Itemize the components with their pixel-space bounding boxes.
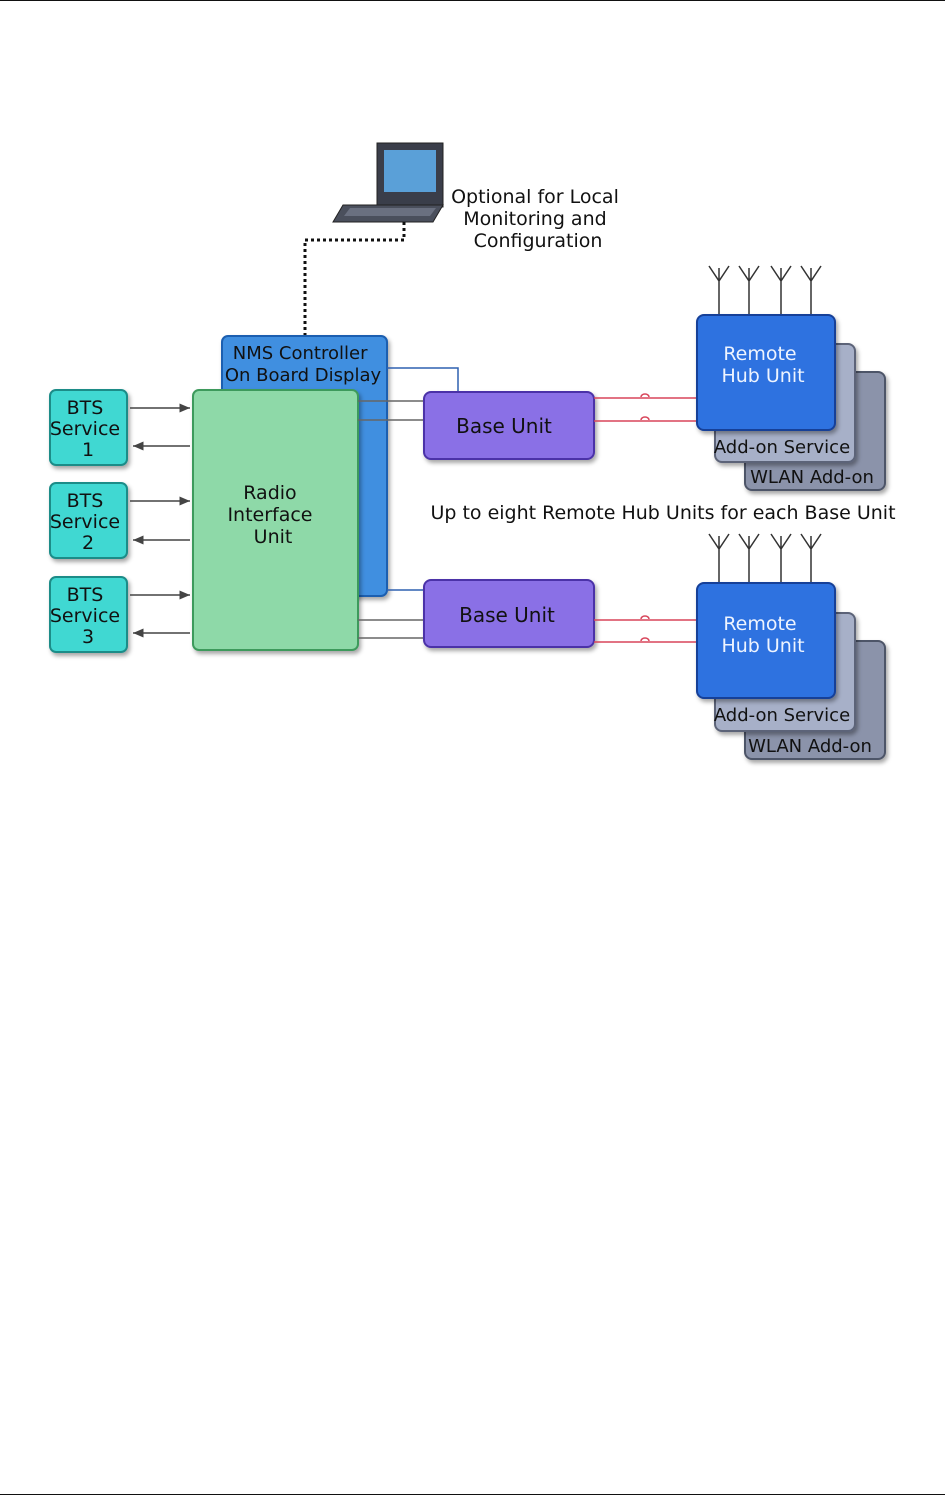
footer-rule	[0, 1494, 945, 1495]
base-unit-2: Base Unit	[424, 580, 594, 647]
remote-hub-label: Remote Hub Unit	[721, 343, 804, 387]
bts-service-2: BTS Service 2	[50, 483, 127, 558]
addon-service-label: Add-on Service	[714, 437, 850, 458]
antenna-icon	[709, 534, 821, 584]
bts-service-3: BTS Service 3	[50, 577, 127, 652]
bts-arrows	[130, 408, 190, 633]
bts-service-1: BTS Service 1	[50, 390, 127, 465]
wlan-addon-label: WLAN Add-on	[748, 736, 872, 757]
remote-hub-stack-1: WLAN Add-on Add-on Service Remote Hub Un…	[697, 266, 885, 490]
remote-hub-label: Remote Hub Unit	[721, 613, 804, 657]
caption: Up to eight Remote Hub Units for each Ba…	[430, 502, 895, 524]
laptop-note: Optional for Local Monitoring and Config…	[451, 186, 625, 252]
wlan-addon-label: WLAN Add-on	[750, 467, 874, 488]
svg-text:Base Unit: Base Unit	[456, 414, 552, 438]
remote-hub-stack-2: WLAN Add-on Add-on Service Remote Hub Un…	[697, 534, 885, 759]
nms-controller-label: NMS Controller On Board Display	[225, 343, 382, 386]
laptop-icon	[333, 143, 443, 222]
base-unit-1: Base Unit	[424, 392, 594, 459]
addon-service-label: Add-on Service	[714, 705, 850, 726]
antenna-icon	[709, 266, 821, 316]
laptop-link	[305, 222, 404, 336]
svg-text:Base Unit: Base Unit	[459, 603, 555, 627]
